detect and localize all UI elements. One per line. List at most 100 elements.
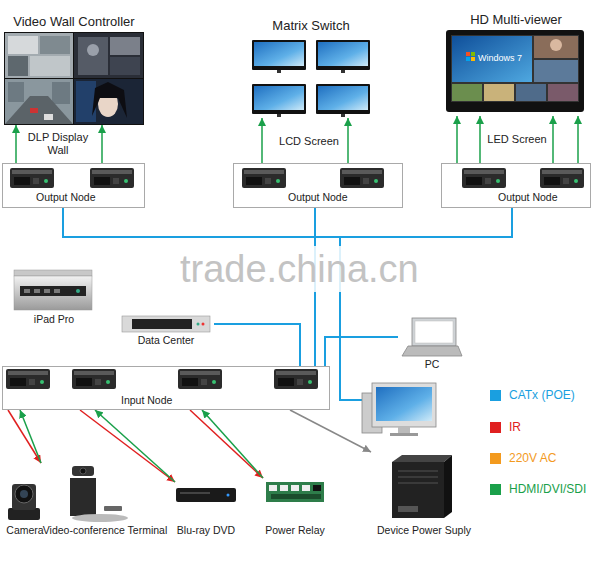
legend-swatch	[490, 422, 501, 433]
video-wall-picture-part	[110, 57, 140, 75]
camera-picture-part	[15, 485, 33, 503]
led-screen-picture-part	[484, 84, 514, 101]
legend-swatch	[490, 390, 501, 401]
picture-area	[4, 32, 144, 125]
legend-text: HDMI/DVI/SDI	[509, 482, 586, 496]
lcd-screen-picture-part	[316, 84, 370, 114]
picture-area	[250, 36, 372, 118]
lcd-screen-picture	[252, 40, 370, 117]
screen-text-box: Windows 7	[478, 53, 522, 64]
ipad-pro-picture-part	[24, 289, 30, 293]
power-supply-picture-part	[444, 455, 452, 518]
screen-caption-box: DLP Display Wall	[25, 131, 91, 157]
power-relay-picture-part	[266, 482, 324, 502]
lcd-screen-picture-part	[341, 70, 345, 73]
screen-caption: LCD Screen	[276, 135, 342, 148]
video-conference-picture-part	[80, 468, 86, 474]
desktop-picture-part	[376, 387, 432, 421]
node-heading: HD Multi-viewer	[470, 10, 562, 30]
screen-caption-box: LED Screen	[484, 133, 550, 146]
power-supply-picture-part	[392, 462, 444, 518]
video-wall-picture-part	[74, 79, 143, 124]
data-center-unit: Data Center	[118, 313, 214, 347]
legend-text: CATx (POE)	[509, 388, 575, 402]
connector	[479, 116, 481, 163]
power-supply-picture-part	[398, 470, 438, 472]
picture-area	[370, 452, 478, 524]
desktop-picture-part	[372, 383, 436, 427]
input-devices-part	[274, 369, 318, 389]
desktop-picture-part	[398, 427, 410, 433]
lcd-screen-picture-part	[254, 42, 304, 66]
output-devices	[10, 168, 584, 188]
input-devices-part	[178, 369, 222, 389]
video-wall-picture-part	[8, 36, 38, 54]
video-wall-picture-part	[40, 36, 70, 54]
video-conference-picture-part	[70, 478, 96, 516]
legend-swatch	[490, 453, 501, 464]
lcd-screen-array: Matrix Switch	[250, 16, 372, 118]
picture-area	[444, 30, 588, 116]
led-screen-picture-part	[550, 39, 562, 51]
output-node: Output Node	[2, 163, 145, 208]
connector	[577, 116, 579, 163]
ipad-pro-picture	[14, 270, 92, 310]
connector	[552, 116, 554, 163]
video-wall-picture-part	[8, 82, 24, 102]
ipad-pro-picture-part	[44, 289, 50, 293]
led-screen-picture-part	[534, 60, 578, 82]
data-center-picture-part	[132, 319, 192, 329]
led-screen-picture-part	[452, 36, 532, 82]
node-caption: Input Node	[121, 394, 172, 407]
legend-entry: CATx (POE)	[490, 388, 575, 402]
ipad-pro-picture-part	[14, 276, 92, 310]
ipad-pro-picture-part	[20, 286, 86, 296]
bluray-player: Blu-ray DVD	[174, 482, 238, 537]
watermark: trade.china.cn	[178, 246, 421, 292]
picture-area	[40, 463, 170, 524]
watermark-box: trade.china.cn	[178, 246, 421, 292]
data-center-picture-part	[202, 323, 205, 326]
node-heading: Matrix Switch	[272, 16, 349, 36]
connector	[347, 118, 349, 163]
power-relay-picture-part	[291, 485, 299, 491]
video-conference-picture-part	[104, 506, 122, 511]
laptop-picture	[402, 318, 462, 356]
picture-area	[12, 266, 96, 313]
power-supply-picture	[392, 455, 452, 518]
desktop-picture-part	[390, 433, 418, 436]
video-wall-picture-part	[76, 81, 96, 122]
screen-caption-box: LCD Screen	[276, 135, 342, 148]
video-wall-picture-part	[78, 37, 108, 75]
video-wall-picture-part	[4, 32, 144, 125]
bluray-picture-part	[176, 488, 236, 502]
video-wall-picture-part	[74, 33, 143, 78]
video-wall-picture-part	[87, 44, 99, 56]
connector	[80, 410, 175, 482]
picture-area	[174, 482, 238, 524]
video-wall-picture-part	[30, 56, 70, 76]
node-caption: Video-conference Terminal	[43, 524, 168, 537]
video-conference-terminal: Video-conference Terminal	[40, 463, 170, 537]
power-relay-picture	[266, 482, 324, 502]
connector	[20, 410, 41, 463]
output-devices-part	[242, 168, 286, 188]
bluray-picture-part	[227, 494, 230, 497]
node-caption: Blu-ray DVD	[177, 524, 235, 537]
node-caption: Power Relay	[265, 524, 325, 537]
node-caption: Output Node	[288, 191, 348, 204]
picture-area	[118, 313, 214, 334]
lcd-screen-picture-part	[316, 40, 370, 70]
lcd-screen-picture-part	[252, 84, 306, 114]
video-wall-picture-part	[44, 114, 53, 120]
ipad-pro-picture-part	[54, 289, 60, 293]
led-screen-picture-part	[466, 52, 470, 56]
led-screen-picture	[446, 30, 584, 112]
connector	[202, 410, 263, 478]
legend-text: 220V AC	[509, 451, 556, 465]
power-relay-picture-part	[271, 494, 321, 499]
laptop-picture-part	[415, 321, 453, 343]
screen-caption: LED Screen	[484, 133, 550, 146]
ipad-pro-picture-part	[76, 289, 80, 293]
connector	[325, 337, 398, 366]
